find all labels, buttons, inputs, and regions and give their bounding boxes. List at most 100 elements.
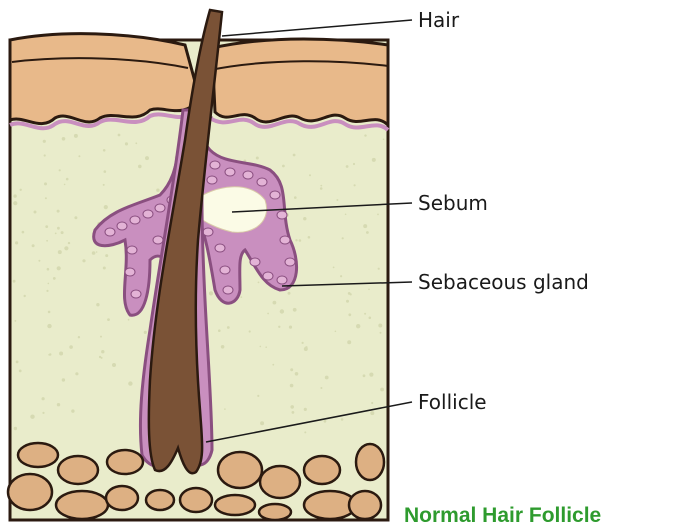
dermis-speckle — [280, 309, 284, 313]
dermis-speckle — [260, 346, 262, 348]
dermis-speckle — [45, 225, 48, 228]
gland-cell — [207, 176, 217, 184]
dermis-speckle — [272, 364, 274, 366]
dermis-speckle — [267, 313, 269, 315]
fat-cell — [218, 452, 262, 488]
dermis-speckle — [299, 239, 302, 242]
dermis-speckle — [288, 292, 291, 295]
dermis-speckle — [13, 201, 17, 205]
gland-cell — [277, 211, 287, 219]
dermis-speckle — [341, 418, 344, 421]
dermis-speckle — [290, 405, 294, 409]
dermis-speckle — [380, 332, 382, 334]
dermis-speckle — [103, 184, 105, 186]
gland-cell — [143, 210, 153, 218]
dermis-speckle — [265, 346, 267, 348]
diagram-caption: Normal Hair Follicle — [404, 504, 601, 527]
dermis-speckle — [363, 374, 366, 377]
dermis-speckle — [43, 140, 46, 143]
dermis-speckle — [20, 189, 22, 191]
dermis-speckle — [64, 184, 66, 186]
fat-cell — [107, 450, 143, 474]
dermis-speckle — [335, 331, 337, 333]
dermis-speckle — [61, 231, 64, 234]
gland-cell — [263, 272, 273, 280]
fat-cell — [146, 490, 174, 510]
dermis-speckle — [13, 194, 16, 197]
dermis-speckle — [304, 347, 308, 351]
dermis-speckle — [370, 411, 374, 415]
dermis-speckle — [333, 267, 335, 269]
dermis-speckle — [294, 196, 297, 199]
dermis-speckle — [371, 402, 373, 404]
gland-cell — [250, 258, 260, 266]
dermis-speckle — [15, 320, 17, 322]
dermis-speckle — [302, 342, 304, 344]
gland-cell — [277, 276, 287, 284]
fat-cell — [106, 486, 138, 510]
dermis-speckle — [128, 381, 132, 385]
dermis-speckle — [64, 246, 68, 250]
dermis-speckle — [363, 224, 367, 228]
dermis-speckle — [104, 205, 108, 209]
gland-cell — [117, 222, 127, 230]
label-hair: Hair — [418, 8, 460, 32]
dermis-speckle — [346, 165, 349, 168]
dermis-speckle — [47, 324, 51, 328]
dermis-speckle — [354, 184, 356, 186]
dermis-speckle — [224, 408, 226, 410]
gland-cell — [203, 228, 213, 236]
gland-cell — [223, 286, 233, 294]
dermis-speckle — [295, 239, 297, 241]
gland-cell — [210, 161, 220, 169]
dermis-speckle — [347, 340, 351, 344]
dermis-speckle — [257, 395, 259, 397]
dermis-speckle — [74, 216, 77, 219]
dermis-speckle — [74, 134, 78, 138]
dermis-speckle — [128, 319, 130, 321]
dermis-speckle — [282, 165, 285, 168]
label-sebaceous-gland: Sebaceous gland — [418, 270, 589, 294]
dermis-speckle — [336, 199, 338, 201]
gland-cell — [220, 266, 230, 274]
dermis-speckle — [46, 290, 48, 292]
dermis-speckle — [378, 324, 382, 328]
dermis-speckle — [82, 259, 85, 262]
gland-cell — [131, 290, 141, 298]
dermis-speckle — [340, 275, 342, 277]
fat-cell — [180, 488, 212, 512]
fat-cell — [58, 456, 98, 484]
dermis-speckle — [99, 356, 101, 358]
dermis-speckle — [295, 372, 299, 376]
dermis-speckle — [48, 311, 51, 314]
hair-leader-line — [222, 20, 412, 36]
dermis-speckle — [290, 368, 293, 371]
dermis-speckle — [96, 303, 99, 306]
dermis-speckle — [145, 156, 149, 160]
dermis-speckle — [53, 277, 56, 280]
dermis-speckle — [34, 211, 37, 214]
dermis-speckle — [38, 260, 40, 262]
dermis-speckle — [19, 370, 22, 373]
dermis-speckle — [372, 158, 376, 162]
dermis-speckle — [103, 267, 106, 270]
dermis-speckle — [304, 431, 306, 433]
dermis-speckle — [348, 313, 351, 316]
gland-cell — [285, 258, 295, 266]
dermis-speckle — [57, 227, 60, 230]
gland-cell — [280, 236, 290, 244]
dermis-speckle — [218, 329, 221, 332]
gland-cell — [155, 204, 165, 212]
dermis-speckle — [101, 350, 104, 353]
dermis-speckle — [46, 240, 48, 242]
dermis-speckle — [249, 330, 251, 332]
dermis-speckle — [353, 163, 355, 165]
dermis-speckle — [366, 231, 369, 234]
dermis-speckle — [58, 250, 62, 254]
gland-cell — [105, 228, 115, 236]
dermis-speckle — [345, 214, 347, 216]
dermis-speckle — [48, 283, 50, 285]
dermis-speckle — [62, 137, 66, 141]
dermis-speckle — [15, 241, 18, 244]
dermis-speckle — [66, 178, 69, 181]
